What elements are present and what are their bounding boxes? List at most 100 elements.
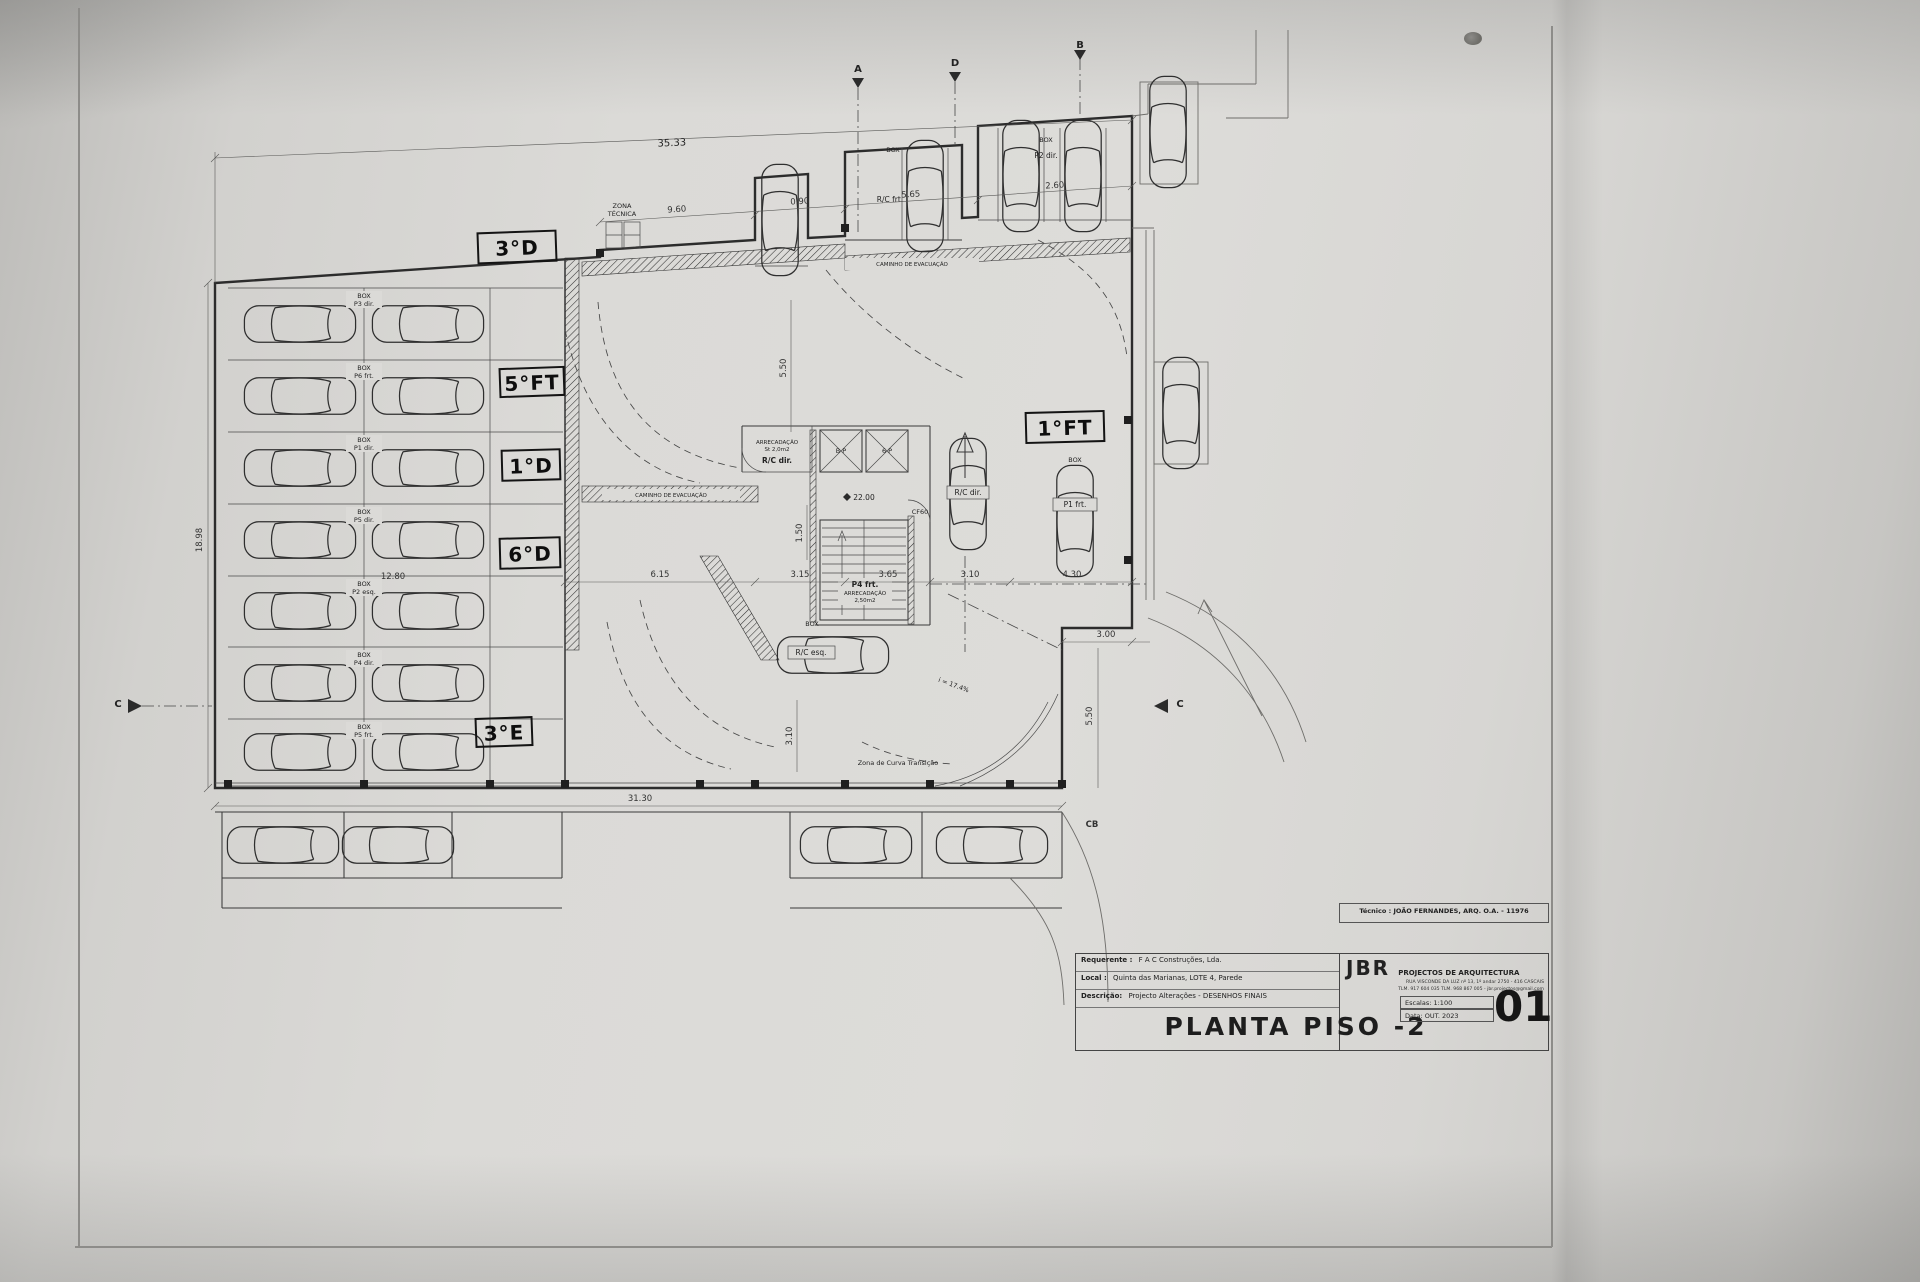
section-letter: C	[1176, 699, 1183, 710]
unit-label: R/C esq.	[795, 648, 826, 657]
unit-label: R/C dir.	[762, 456, 792, 465]
section-letter: D	[951, 58, 959, 69]
dimension: 18.98	[195, 528, 205, 552]
dimension: 4.30	[1063, 570, 1082, 580]
box-label: BOX	[886, 146, 900, 154]
dimensions: 35.33 9.60 0.90 5.65 2.60 18.98 12.80 6.…	[195, 115, 1150, 811]
box-label: BOX	[357, 364, 371, 372]
caminho-label: CAMINHO DE EVACUAÇÃO	[635, 492, 707, 499]
car-icon	[371, 521, 485, 559]
sheet-frame-right	[1551, 26, 1553, 1247]
dimension: 5.65	[901, 189, 921, 200]
title-block-right: JBR PROJECTOS DE ARQUITECTURA RUA VISCON…	[1340, 954, 1553, 1050]
elevator-label: B P	[836, 447, 847, 455]
car-icon	[935, 826, 1049, 864]
sheet-title: PLANTA PISO -2	[1164, 1012, 1428, 1041]
plan-labels: BOX P3 dir. BOX P6 frt. BOX P1 dir. BOX …	[346, 136, 1098, 767]
box-label: BOX	[1068, 456, 1082, 464]
firm-name-row: JBR PROJECTOS DE ARQUITECTURA	[1346, 956, 1519, 980]
dimension: 5.50	[1085, 707, 1095, 726]
section-letter: B	[1076, 40, 1084, 51]
dimension: 0.90	[790, 196, 810, 207]
car-icon	[243, 592, 357, 630]
firm-description: PROJECTOS DE ARQUITECTURA	[1398, 969, 1520, 977]
requerente-label: Requerente :	[1081, 956, 1133, 964]
car-icon	[243, 733, 357, 771]
car-icon	[371, 305, 485, 343]
car-icon	[243, 377, 357, 415]
firm-logo: JBR	[1346, 956, 1391, 980]
unit-label: R/C frt.	[877, 195, 903, 204]
dimension: 3.65	[879, 570, 898, 580]
stall-tag: P4 dir.	[354, 659, 374, 667]
arrecadacao-area: 2,50m2	[854, 598, 875, 604]
box-label: BOX	[357, 436, 371, 444]
drive-path-curves	[564, 239, 1148, 787]
car-icon	[371, 592, 485, 630]
handwritten-tag: 3°E	[483, 720, 524, 745]
garage-boundary	[213, 114, 1134, 790]
sheet-frame-bottom	[75, 1246, 1552, 1248]
requerente-value: F A C Construções, Lda.	[1138, 956, 1222, 964]
section-markers: A D B C C CB	[114, 40, 1183, 830]
title-block: Técnico : JOÃO FERNANDES, ARQ. O.A. - 11…	[1075, 903, 1553, 1051]
stall-column-lines	[363, 288, 491, 786]
box-label: BOX	[805, 620, 819, 628]
dimension: 5.50	[779, 359, 789, 378]
unit-label: P1 frt.	[1064, 500, 1087, 509]
column-marker	[1006, 780, 1014, 788]
section-letter: C	[114, 699, 121, 710]
column-marker	[1058, 780, 1066, 788]
handwritten-tag: 6°D	[508, 541, 552, 566]
hatched-walls	[564, 237, 1131, 786]
column-marker	[1124, 556, 1132, 564]
handwritten-tag: 1°D	[509, 453, 553, 478]
handwritten-tag: 3°D	[495, 235, 539, 261]
stall-tag: P5 frt.	[354, 731, 374, 739]
car-icon	[1162, 356, 1200, 470]
box-label: BOX	[357, 651, 371, 659]
arrecadacao-label: ARRECADAÇÃO	[756, 439, 799, 446]
dimension: 35.33	[657, 137, 686, 149]
unit-label: R/C dir.	[955, 488, 982, 497]
column-marker	[841, 780, 849, 788]
descricao-row: Descrição: Projecto Alterações - DESENHO…	[1076, 990, 1339, 1008]
requerente-row: Requerente : F A C Construções, Lda.	[1076, 954, 1339, 972]
car-icon	[1064, 119, 1102, 233]
descricao-value: Projecto Alterações - DESENHOS FINAIS	[1128, 992, 1267, 1000]
sheet-number: 01	[1494, 982, 1553, 1031]
zona-tecnica-label: TÉCNICA	[607, 209, 637, 218]
handwritten-tag: 1°FT	[1037, 415, 1093, 440]
column-marker	[486, 780, 494, 788]
section-letter: A	[854, 64, 862, 75]
stall-tag: P6 frt.	[354, 372, 374, 380]
column-marker	[751, 780, 759, 788]
car-icon	[371, 449, 485, 487]
dimension: 3.15	[791, 570, 810, 580]
box-label: BOX	[357, 508, 371, 516]
handwritten-tags: 3°D 5°FT 1°D 6°D 3°E 1°FT	[474, 229, 1106, 749]
car-icon	[243, 305, 357, 343]
unit-label: P4 frt.	[852, 580, 879, 589]
street-context	[1131, 30, 1307, 763]
ramp-slope-label: i = 17.4%	[937, 676, 970, 694]
box-label: BOX	[357, 723, 371, 731]
car-icon	[1149, 75, 1187, 189]
dimension: 12.80	[381, 572, 405, 582]
zona-tecnica-label: ZONA	[613, 202, 632, 210]
dimension: 31.30	[628, 794, 652, 804]
car-icon	[799, 826, 913, 864]
car-icon	[243, 664, 357, 702]
local-row: Local : Quinta das Marianas, LOTE 4, Par…	[1076, 972, 1339, 990]
local-value: Quinta das Marianas, LOTE 4, Parede	[1113, 974, 1243, 982]
box-label: BOX	[357, 292, 371, 300]
car-icon	[243, 521, 357, 559]
dimension: 2.60	[1045, 180, 1065, 191]
car-icon	[341, 826, 455, 864]
structural-columns	[224, 224, 1132, 788]
title-block-left: Requerente : F A C Construções, Lda. Loc…	[1076, 954, 1340, 1050]
box-label: BOX	[357, 580, 371, 588]
dimension: 9.60	[667, 204, 687, 215]
car-icon	[1056, 464, 1094, 578]
local-label: Local :	[1081, 974, 1107, 982]
